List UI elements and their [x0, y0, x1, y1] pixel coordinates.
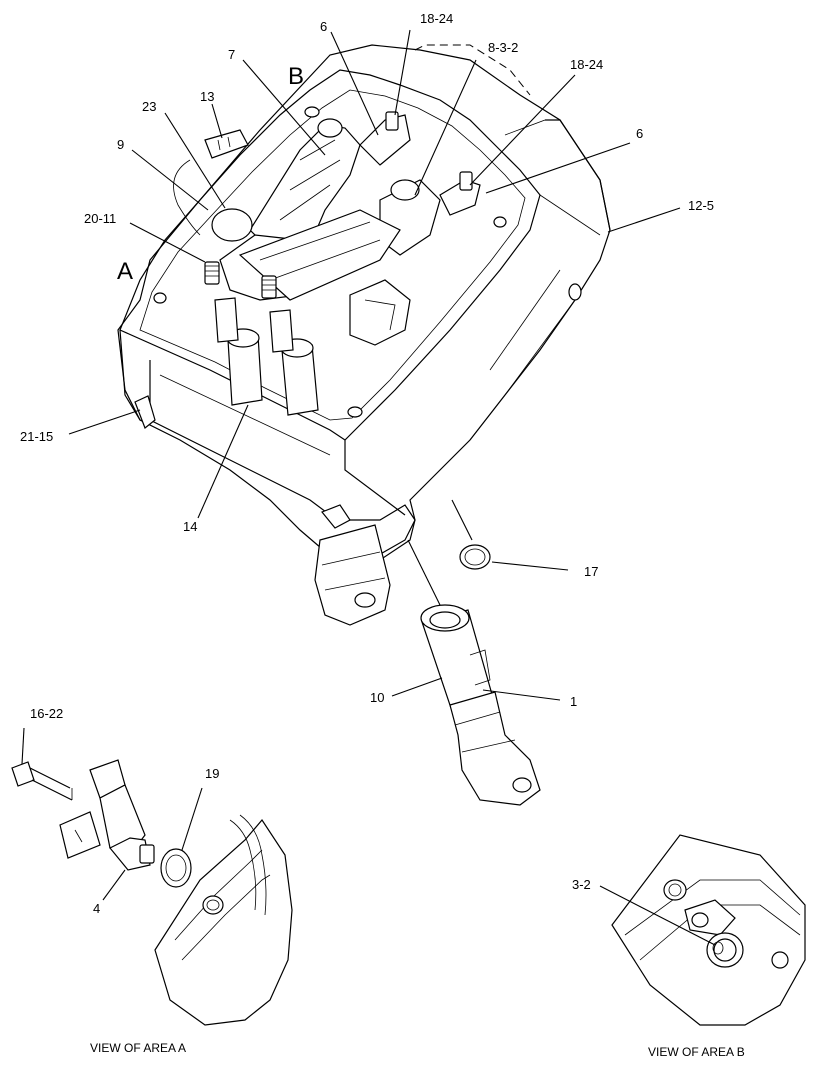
view-area-a: [11, 759, 293, 1026]
callout-6-right: 6: [636, 126, 643, 141]
caption-view-area-a: VIEW OF AREA A: [90, 1041, 186, 1055]
adjusting-screws: [204, 111, 473, 299]
callout-14: 14: [183, 519, 197, 534]
callout-20-11: 20-11: [84, 211, 116, 226]
callout-16-22: 16-22: [30, 706, 63, 721]
caption-view-area-b: VIEW OF AREA B: [648, 1045, 745, 1059]
injector-sleeve: [420, 604, 541, 806]
o-ring-17: [459, 544, 491, 570]
injector-body-lower: [314, 524, 391, 626]
callout-12-5: 12-5: [688, 198, 714, 213]
callout-8-3-2: 8-3-2: [488, 40, 518, 55]
callout-7: 7: [228, 47, 235, 62]
valve-tubes: [214, 297, 319, 416]
view-area-b: [611, 834, 806, 1026]
callout-18-24-right: 18-24: [570, 57, 603, 72]
callout-6-top: 6: [320, 19, 327, 34]
callout-21-15: 21-15: [20, 429, 53, 444]
callout-10: 10: [370, 690, 384, 705]
callout-23: 23: [142, 99, 156, 114]
area-label-b: B: [288, 63, 304, 90]
area-label-a: A: [117, 258, 133, 285]
callout-19: 19: [205, 766, 219, 781]
callout-13: 13: [200, 89, 214, 104]
connector-13: [173, 129, 249, 236]
callout-17: 17: [584, 564, 598, 579]
rocker-arm-assembly: [211, 114, 481, 346]
callout-9: 9: [117, 137, 124, 152]
callout-3-2: 3-2: [572, 877, 591, 892]
callout-1: 1: [570, 694, 577, 709]
callout-4: 4: [93, 901, 100, 916]
callout-18-24-top: 18-24: [420, 11, 453, 26]
leader-lines: [21, 29, 716, 946]
callout-labels: 6 18-24 7 8-3-2 18-24 13 23 9 6 12-5 20-…: [20, 11, 745, 1059]
